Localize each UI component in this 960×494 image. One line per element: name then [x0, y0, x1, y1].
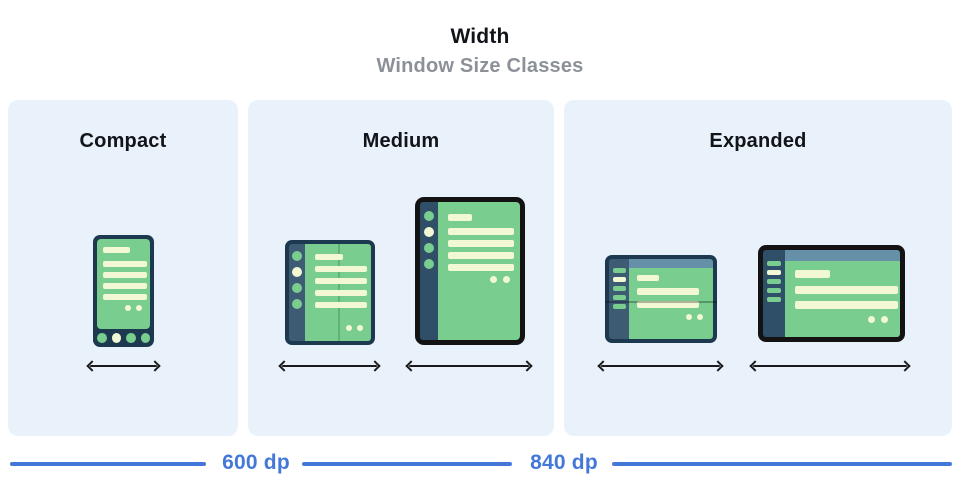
app-content: [785, 261, 900, 337]
skeleton-line: [103, 247, 130, 253]
panel-title: Medium: [362, 130, 440, 152]
panel-medium: Medium: [248, 100, 554, 436]
panel-expanded: Expanded: [564, 100, 952, 436]
skeleton-line: [448, 264, 514, 271]
dot: [125, 305, 131, 311]
phone-nav-bar: [97, 329, 150, 347]
skeleton-line: [315, 254, 343, 260]
screen-dots: [795, 316, 890, 323]
dot: [503, 276, 510, 283]
sidebar-bar: [767, 270, 781, 275]
dot: [357, 325, 363, 331]
ruler-line: [612, 462, 952, 466]
dot: [881, 316, 888, 323]
skeleton-line: [315, 266, 367, 272]
device-main-area: [785, 250, 900, 337]
panel-title: Compact: [79, 130, 167, 152]
sidebar-bar: [612, 295, 626, 300]
width-arrow-icon: [597, 360, 724, 373]
device-sidebar: [763, 250, 785, 337]
screen-dots: [103, 305, 144, 311]
screen-dots: [346, 325, 363, 331]
skeleton-line: [795, 301, 898, 309]
desktop-display-device: [758, 245, 905, 342]
breakpoint-label-840: 840 dp: [530, 451, 598, 474]
skeleton-line: [315, 278, 367, 284]
dot: [346, 325, 352, 331]
width-arrow-icon: [86, 360, 161, 373]
sidebar-bar: [767, 279, 781, 284]
skeleton-line: [637, 301, 699, 308]
foldable-screen: [305, 244, 371, 341]
tablet-portrait-device: [415, 197, 525, 345]
skeleton-line: [637, 275, 659, 281]
sidebar-bar: [612, 277, 626, 282]
dot: [697, 314, 703, 320]
device-rail: [420, 202, 438, 340]
skeleton-line: [448, 240, 514, 247]
ruler-line: [302, 462, 512, 466]
dot: [868, 316, 875, 323]
breakpoint-label-600: 600 dp: [222, 451, 290, 474]
fold-crease: [605, 301, 717, 303]
rail-dot: [424, 211, 434, 221]
width-arrow-icon: [749, 360, 911, 373]
foldable-portrait-device: [285, 240, 375, 345]
screen-dots: [637, 314, 705, 320]
device-sidebar: [609, 259, 629, 339]
width-arrow-icon: [405, 360, 533, 373]
app-content: [629, 268, 713, 339]
skeleton-line: [448, 228, 514, 235]
skeleton-line: [103, 294, 147, 300]
device-rail: [289, 244, 305, 341]
sidebar-bar: [767, 288, 781, 293]
nav-dot: [140, 333, 150, 343]
skeleton-line: [103, 283, 147, 289]
panel-title: Expanded: [709, 130, 807, 152]
rail-dot: [292, 251, 302, 261]
rail-dot: [292, 299, 302, 309]
rail-dot: [424, 259, 434, 269]
sidebar-bar: [767, 297, 781, 302]
app-top-bar: [629, 259, 713, 268]
skeleton-line: [448, 214, 472, 221]
nav-dot: [111, 333, 121, 343]
sidebar-bar: [612, 304, 626, 309]
phone-device: [93, 235, 154, 347]
skeleton-line: [448, 252, 514, 259]
rail-dot: [292, 283, 302, 293]
rail-dot: [424, 227, 434, 237]
page-title: Width: [450, 25, 510, 48]
skeleton-line: [795, 270, 830, 278]
device-main-area: [629, 259, 713, 339]
dot: [136, 305, 142, 311]
nav-dot: [126, 333, 136, 343]
page-subtitle: Window Size Classes: [376, 55, 584, 77]
sidebar-bar: [612, 268, 626, 273]
ruler-line: [10, 462, 206, 466]
foldable-landscape-device: [605, 255, 717, 343]
skeleton-line: [637, 288, 699, 295]
nav-dot: [97, 333, 107, 343]
skeleton-line: [795, 286, 898, 294]
tablet-screen: [438, 202, 520, 340]
sidebar-bar: [767, 261, 781, 266]
phone-screen: [97, 239, 150, 329]
app-top-bar: [785, 250, 900, 261]
dot: [686, 314, 692, 320]
rail-dot: [292, 267, 302, 277]
skeleton-line: [315, 290, 367, 296]
skeleton-line: [103, 261, 147, 267]
sidebar-bar: [612, 286, 626, 291]
skeleton-line: [103, 272, 147, 278]
width-arrow-icon: [278, 360, 381, 373]
dot: [490, 276, 497, 283]
panel-compact: Compact: [8, 100, 238, 436]
screen-dots: [448, 276, 520, 283]
skeleton-line: [315, 302, 367, 308]
rail-dot: [424, 243, 434, 253]
